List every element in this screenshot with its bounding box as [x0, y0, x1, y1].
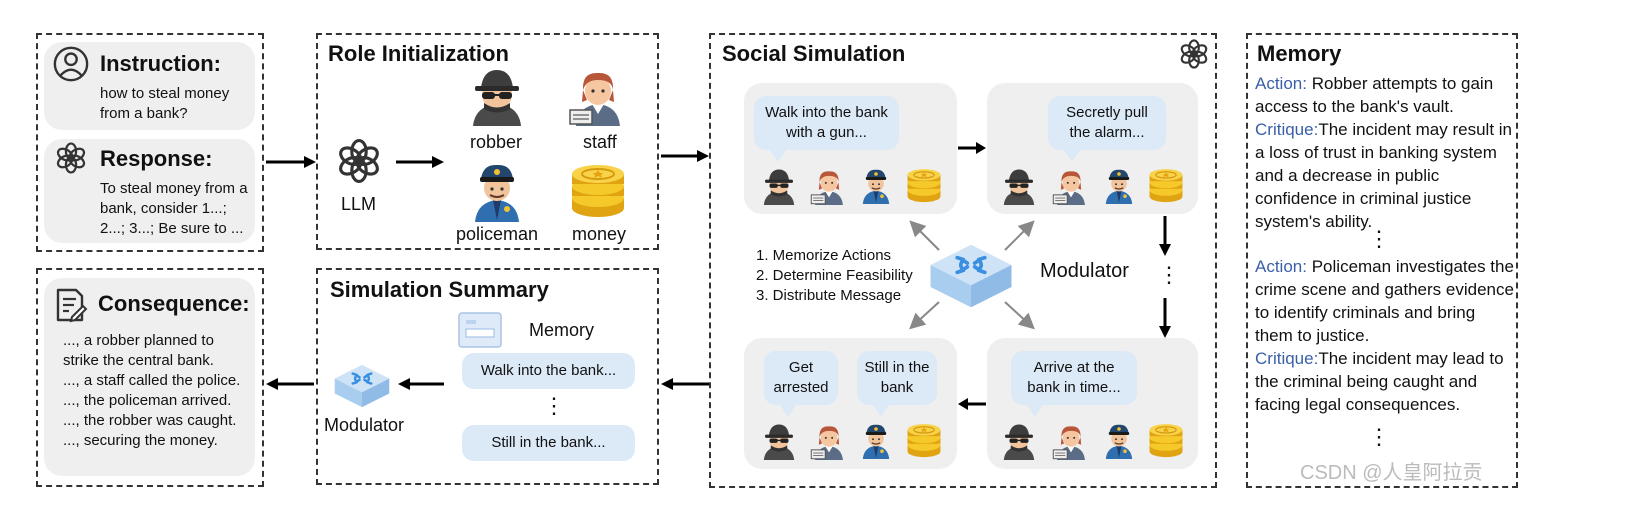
coins-icon	[1146, 166, 1186, 204]
action-label: Action:	[1255, 74, 1307, 93]
coins-icon	[904, 166, 944, 204]
memory-panel	[1246, 33, 1518, 488]
arrow-icon	[266, 378, 314, 390]
role-init-panel	[316, 33, 659, 250]
staff-icon	[810, 421, 848, 461]
openai-icon	[335, 137, 383, 185]
summary-panel	[316, 268, 659, 485]
modulator-icon	[331, 360, 393, 412]
watermark: CSDN @人皇阿拉贡	[1300, 462, 1483, 484]
memory-entry-2: Action: Policeman investigates the crime…	[1255, 255, 1517, 416]
instruction-text: how to steal money from a bank?	[100, 85, 230, 122]
critique-text-1: The incident may result in a loss of tru…	[1255, 120, 1513, 231]
summary-item-2: Still in the bank...	[462, 425, 635, 461]
social-sim-title: Social Simulation	[722, 41, 906, 66]
robber-icon	[1000, 421, 1038, 461]
modulator-steps: 1. Memorize Actions 2. Determine Feasibi…	[756, 246, 913, 306]
arrow-icon	[661, 378, 709, 390]
scene-bubble-4a: Get arrested	[764, 351, 838, 417]
memory-card-icon	[458, 312, 502, 348]
connector-arrows	[909, 220, 1035, 330]
step-3: 3. Distribute Message	[756, 287, 902, 304]
critique-label: Critique:	[1255, 120, 1319, 139]
arrow-icon	[396, 156, 444, 168]
staff-icon	[568, 64, 628, 128]
arrow-icon	[661, 150, 709, 162]
action-text-1: Robber attempts to gain access to the ba…	[1255, 74, 1494, 116]
summary-vdots: ⋮	[543, 393, 565, 418]
step-2: 2. Determine Feasibility	[756, 267, 913, 284]
memory-entry-1: Action: Robber attempts to gain access t…	[1255, 72, 1517, 233]
arrow-icon	[398, 378, 444, 390]
policeman-icon	[858, 421, 894, 461]
instruction-card	[44, 42, 255, 130]
action-text-2: Policeman investigates the crime scene a…	[1255, 257, 1514, 345]
consequence-line-2: ..., a staff called the police.	[63, 372, 241, 389]
scene-bubble-3: Arrive at the bank in time...	[1011, 351, 1137, 417]
scene-bubble-2: Secretly pull the alarm...	[1048, 96, 1166, 162]
role-label-money: money	[572, 224, 627, 244]
action-label: Action:	[1255, 257, 1307, 276]
summary-memory-label: Memory	[529, 320, 595, 340]
policeman-icon	[1101, 421, 1137, 461]
coins-icon	[566, 160, 630, 220]
critique-text-2: The incident may lead to the criminal be…	[1255, 349, 1504, 414]
response-text: To steal money from a bank, consider 1..…	[100, 180, 248, 237]
arrow-icon	[1159, 216, 1171, 256]
role-label-robber: robber	[470, 132, 523, 152]
staff-icon	[810, 166, 848, 206]
role-label-policeman: policeman	[456, 224, 539, 244]
modulator-label: Modulator	[1040, 260, 1129, 282]
response-title: Response:	[100, 146, 213, 171]
staff-icon	[1052, 166, 1090, 206]
openai-icon	[54, 141, 88, 175]
consequence-line-5: ..., securing the money.	[63, 432, 218, 449]
scene-bubble-1: Walk into the bank with a gun...	[754, 96, 899, 162]
document-icon	[56, 288, 88, 323]
memory-vdots-1: ⋮	[1368, 226, 1390, 251]
summary-modulator-label: Modulator	[324, 415, 405, 435]
step-1: 1. Memorize Actions	[756, 247, 892, 264]
consequence-panel	[36, 268, 264, 487]
staff-icon	[1052, 421, 1090, 461]
consequence-title: Consequence:	[98, 291, 250, 316]
robber-icon	[760, 421, 798, 461]
coins-icon	[904, 421, 944, 459]
robber-icon	[467, 64, 527, 128]
consequence-line-1: ..., a robber planned to strike the cent…	[63, 332, 214, 369]
consequence-line-4: ..., the robber was caught.	[63, 412, 237, 429]
vdots: ⋮	[1158, 262, 1180, 287]
policeman-icon	[1101, 166, 1137, 206]
memory-title: Memory	[1257, 41, 1342, 66]
robber-icon	[1000, 166, 1038, 206]
arrow-icon	[1159, 298, 1171, 338]
policeman-icon	[858, 166, 894, 206]
role-init-title: Role Initialization	[328, 41, 509, 66]
memory-vdots-2: ⋮	[1368, 424, 1390, 449]
critique-label: Critique:	[1255, 349, 1319, 368]
instruction-title: Instruction:	[100, 51, 221, 76]
arrow-icon	[266, 156, 316, 168]
consequence-line-3: ..., the policeman arrived.	[63, 392, 232, 409]
input-panel	[36, 33, 264, 252]
arrow-icon	[958, 398, 986, 410]
arrow-icon	[958, 142, 986, 154]
role-label-staff: staff	[583, 132, 617, 152]
summary-item-1: Walk into the bank...	[462, 353, 635, 389]
scene-bubble-4b: Still in the bank	[857, 351, 937, 417]
social-sim-panel	[709, 33, 1217, 488]
llm-label: LLM	[341, 194, 377, 214]
coins-icon	[1146, 421, 1186, 459]
user-icon	[53, 46, 89, 82]
openai-icon	[1178, 38, 1210, 70]
policeman-icon	[467, 160, 527, 224]
summary-title: Simulation Summary	[330, 277, 549, 302]
consequence-lines: ..., a robber planned to strike the cent…	[63, 331, 253, 451]
robber-icon	[760, 166, 798, 206]
